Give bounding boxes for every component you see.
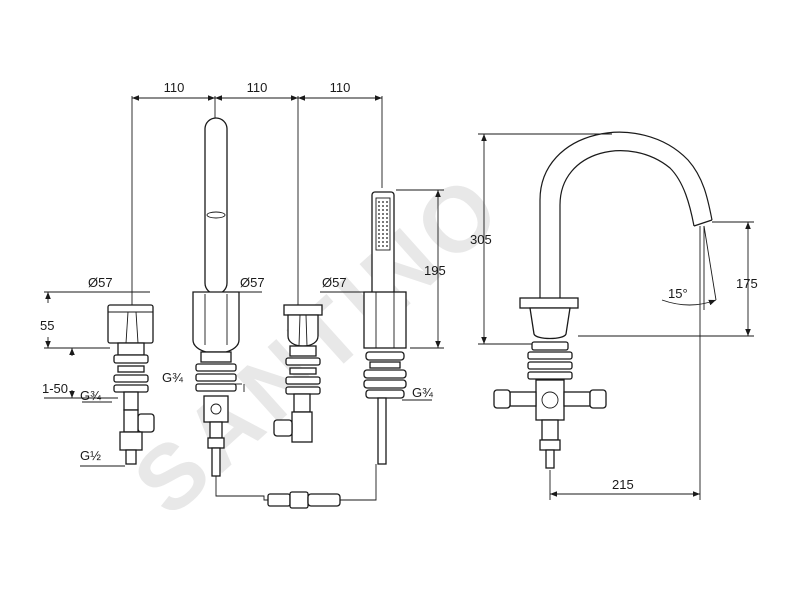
spray-hole: [382, 213, 384, 215]
spray-hole: [378, 201, 380, 203]
diameter-spout-label: Ø57: [240, 275, 265, 290]
spray-hole: [382, 241, 384, 243]
spray-hole: [378, 241, 380, 243]
watermark-text: SANTINO: [115, 154, 522, 535]
spray-hole: [378, 233, 380, 235]
spray-hole: [378, 221, 380, 223]
spray-hole: [386, 233, 388, 235]
spray-hole: [378, 229, 380, 231]
spray-hole: [382, 221, 384, 223]
left-vertical-dimensions: 55 1-50 G¾ G½: [40, 291, 125, 467]
side-view-dimensions: 305 175 15° 215: [470, 133, 758, 500]
spray-hole: [378, 213, 380, 215]
thread-spout-label: G¾: [162, 370, 183, 385]
spray-hole: [386, 209, 388, 211]
spray-hole: [386, 241, 388, 243]
spacing-label-2: 110: [247, 80, 268, 95]
spray-hole: [386, 225, 388, 227]
diameter-mid-label: Ø57: [322, 275, 347, 290]
right-valve: Ø57: [273, 275, 382, 443]
hand-shower: G¾ 195: [363, 189, 446, 465]
handle-height-label: 55: [40, 318, 54, 333]
thread-shower-label: G¾: [412, 385, 433, 400]
deck-thickness-label: 1-50: [42, 381, 68, 396]
spray-hole: [382, 201, 384, 203]
spray-hole: [382, 217, 384, 219]
connection-left-label: G½: [80, 448, 101, 463]
spray-hole: [378, 209, 380, 211]
spacing-label-3: 110: [330, 80, 351, 95]
shower-height-label: 195: [424, 263, 446, 278]
spray-hole: [378, 237, 380, 239]
spray-hole: [386, 237, 388, 239]
outlet-height-label: 175: [736, 276, 758, 291]
spray-hole: [386, 217, 388, 219]
spray-hole: [386, 221, 388, 223]
spray-hole: [382, 237, 384, 239]
spray-hole: [386, 205, 388, 207]
thread-left-label: G¾: [80, 388, 101, 403]
spacing-label-1: 110: [164, 80, 185, 95]
top-spacing-dimensions: 110 110 110: [131, 80, 383, 318]
spray-hole: [378, 205, 380, 207]
spray-hole: [386, 213, 388, 215]
total-height-label: 305: [470, 232, 492, 247]
spout: Ø57 G¾: [162, 117, 265, 477]
spray-hole: [378, 245, 380, 247]
spray-hole: [382, 229, 384, 231]
spray-hole: [382, 245, 384, 247]
diameter-left-label: Ø57: [88, 275, 113, 290]
left-valve: Ø57: [88, 275, 155, 465]
spray-hole: [378, 225, 380, 227]
spray-hole: [378, 217, 380, 219]
spray-hole: [386, 245, 388, 247]
shower-hose: [215, 464, 377, 509]
spray-hole: [382, 233, 384, 235]
spray-hole: [382, 225, 384, 227]
spray-hole: [382, 209, 384, 211]
spray-hole: [382, 205, 384, 207]
spray-hole: [386, 201, 388, 203]
shower-spray-holes: [378, 201, 388, 247]
angle-label: 15°: [668, 286, 688, 301]
projection-label: 215: [612, 477, 634, 492]
side-view-spout: [493, 131, 713, 469]
spray-hole: [386, 229, 388, 231]
